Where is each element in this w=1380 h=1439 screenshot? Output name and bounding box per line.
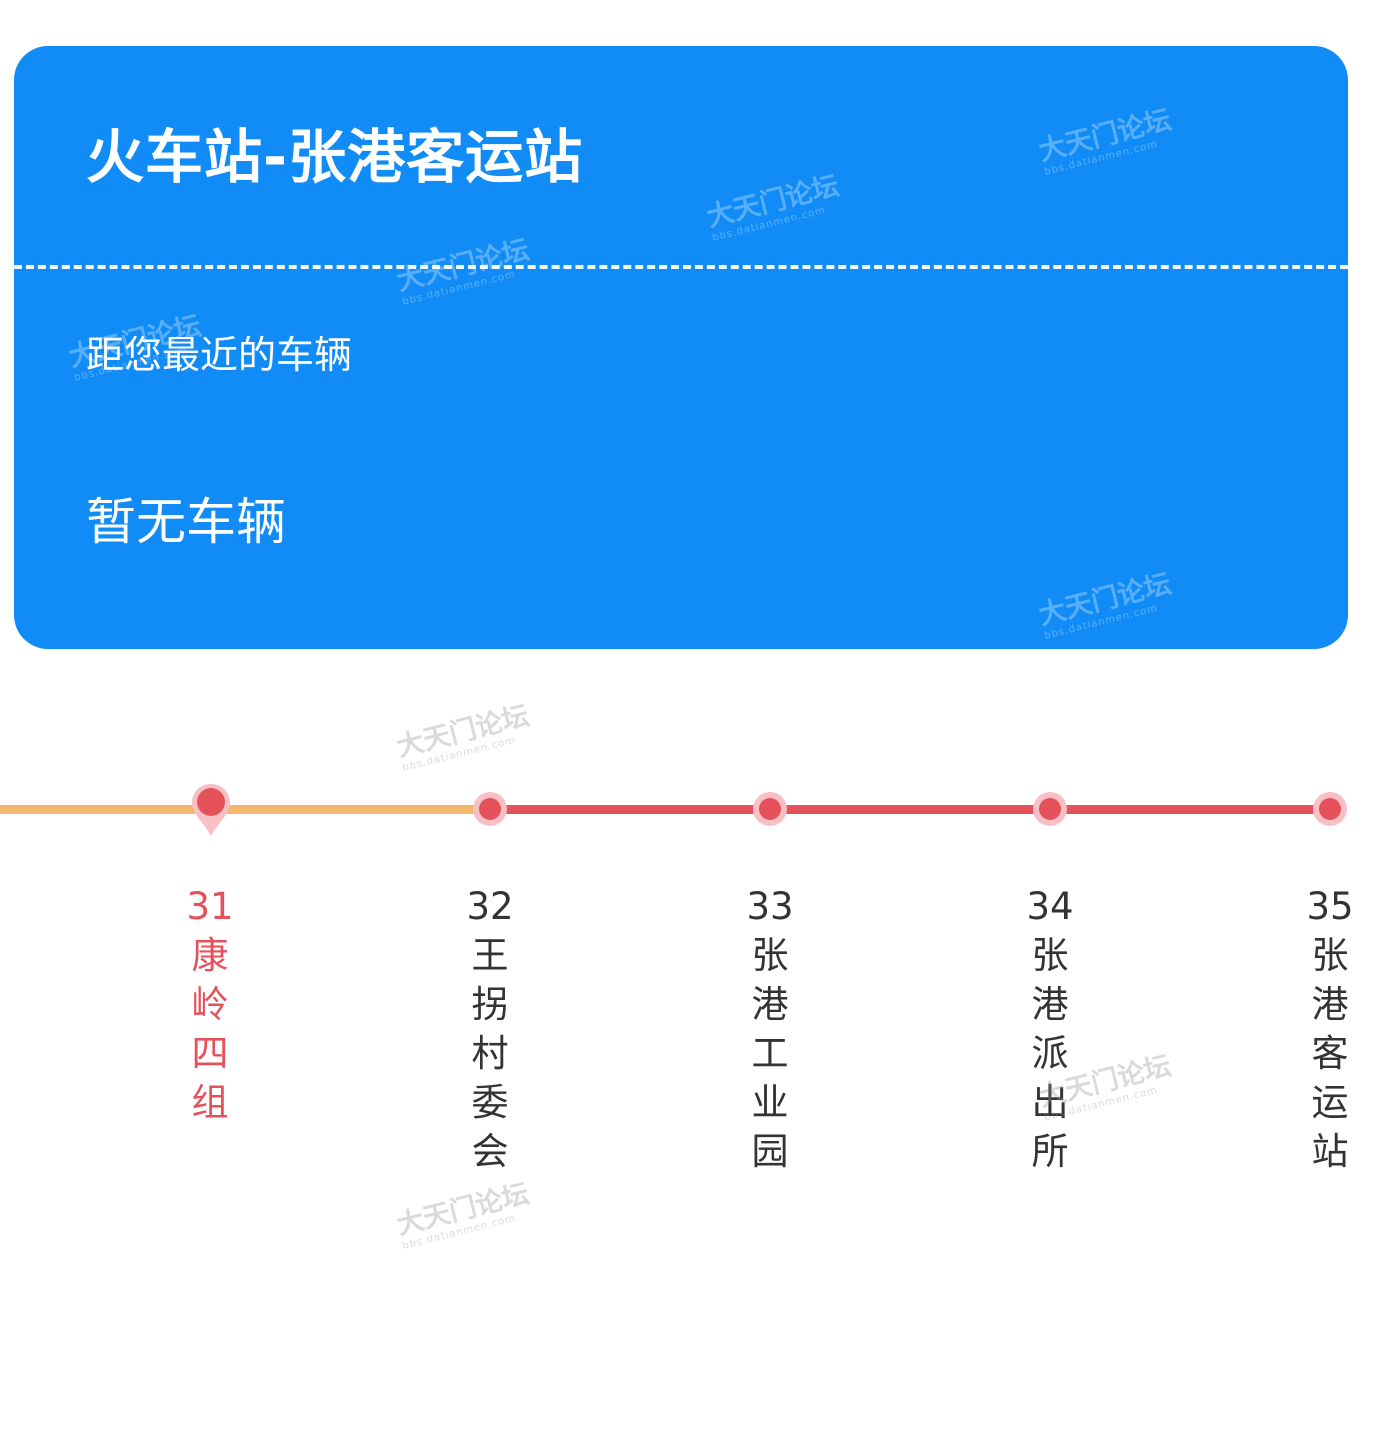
stop-name: 张港工业园	[751, 934, 789, 1173]
stop-number: 35	[1306, 885, 1354, 928]
stop-label[interactable]: 32 王拐村委会	[450, 882, 530, 1176]
stop-marker[interactable]	[1033, 792, 1067, 826]
stop-marker[interactable]	[753, 792, 787, 826]
stop-marker[interactable]	[1313, 792, 1347, 826]
stop-label[interactable]: 34 张港派出所	[1010, 882, 1090, 1176]
stop-name: 王拐村委会	[471, 934, 509, 1173]
vehicle-status: 暂无车辆	[86, 493, 286, 551]
route-title: 火车站-张港客运站	[86, 123, 584, 191]
dashed-divider	[14, 265, 1348, 269]
stop-label[interactable]: 33 张港工业园	[730, 882, 810, 1176]
route-info-card: 火车站-张港客运站 距您最近的车辆 暂无车辆 大天门论坛 bbs.datianm…	[14, 46, 1348, 649]
nearest-vehicle-label: 距您最近的车辆	[86, 333, 353, 377]
stop-marker[interactable]	[473, 792, 507, 826]
current-stop-label[interactable]: 31 康岭四组	[170, 882, 250, 1127]
stop-number: 33	[746, 885, 794, 928]
current-location-pin-icon	[192, 784, 230, 836]
stop-name: 康岭四组	[191, 934, 229, 1124]
stop-label[interactable]: 35 张港客运站	[1290, 882, 1370, 1176]
stop-number: 31	[186, 885, 234, 928]
stop-number: 34	[1026, 885, 1074, 928]
stop-name: 张港客运站	[1311, 934, 1349, 1173]
upcoming-route-line	[490, 805, 1330, 814]
passed-route-line	[0, 805, 490, 814]
stop-name: 张港派出所	[1031, 934, 1069, 1173]
stop-number: 32	[466, 885, 514, 928]
